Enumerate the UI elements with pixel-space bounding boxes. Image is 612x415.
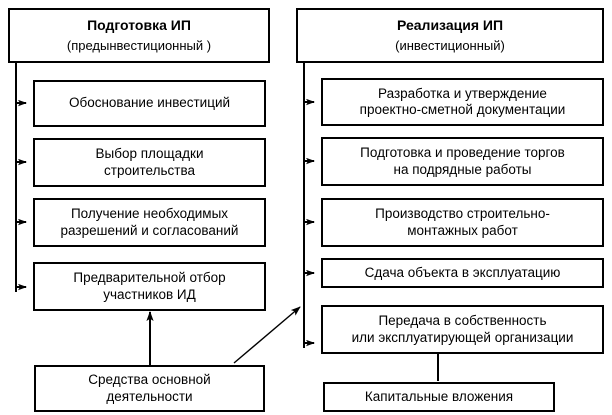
stage-box-left-4-line2: участников ИД [103, 286, 196, 302]
header-right-subtitle: (инвестиционный) [395, 38, 505, 54]
stage-box-right-3[interactable]: Производство строительно- монтажных рабо… [321, 198, 604, 247]
stage-box-right-2-line1: Подготовка и проведение торгов [360, 145, 565, 161]
stage-box-right-1[interactable]: Разработка и утверждение проектно-сметно… [321, 78, 604, 126]
stage-box-left-3-line2: разрешений и согласований [60, 222, 239, 238]
header-left-title: Подготовка ИП [87, 17, 191, 34]
funding-box-left-line2: деятельности [106, 388, 193, 404]
stage-box-left-2[interactable]: Выбор площадки строительства [33, 138, 266, 187]
stage-box-right-3-line1: Производство строительно- [375, 206, 550, 222]
header-right-title: Реализация ИП [396, 17, 504, 34]
stage-box-left-3-line1: Получение необходимых [70, 206, 229, 222]
stage-box-right-3-line2: монтажных работ [407, 222, 518, 238]
stage-box-left-3[interactable]: Получение необходимых разрешений и согла… [33, 198, 266, 247]
stage-box-left-1-line1: Обоснование инвестиций [68, 95, 231, 111]
stage-box-left-1[interactable]: Обоснование инвестиций [33, 80, 266, 127]
stage-box-right-4-line1: Сдача объекта в эксплуатацию [364, 264, 561, 280]
funding-box-left[interactable]: Средства основной деятельности [34, 365, 265, 412]
stage-box-right-2-line2: на подрядные работы [393, 161, 532, 177]
funding-box-right-line1: Капитальные вложения [364, 388, 514, 404]
stage-box-right-2[interactable]: Подготовка и проведение торгов на подряд… [321, 137, 604, 186]
stage-box-right-5[interactable]: Передача в собственность или эксплуатиру… [321, 305, 604, 354]
stage-box-right-1-line2: проектно-сметной документации [359, 102, 566, 117]
stage-box-right-4[interactable]: Сдача объекта в эксплуатацию [321, 258, 604, 288]
header-box-right[interactable]: Реализация ИП (инвестиционный) [296, 8, 604, 63]
header-box-left[interactable]: Подготовка ИП (предынвестиционный ) [8, 8, 270, 63]
stage-box-left-2-line2: строительства [104, 162, 195, 178]
stage-box-left-2-line1: Выбор площадки [95, 146, 204, 162]
header-left-subtitle: (предынвестиционный ) [66, 38, 212, 54]
stage-box-right-1-line1: Разработка и утверждение [378, 85, 547, 101]
stage-box-right-5-line2: или эксплуатирующей организации [351, 329, 574, 345]
funding-box-left-line1: Средства основной [88, 372, 211, 388]
stage-box-left-4[interactable]: Предварительной отбор участников ИД [33, 262, 266, 311]
funding-box-right[interactable]: Капитальные вложения [323, 382, 555, 412]
funding-left-to-right-column-arrow [233, 306, 301, 364]
stage-box-right-5-line1: Передача в собственность [378, 313, 547, 329]
stage-box-left-4-line1: Предварительной отбор [73, 270, 226, 286]
